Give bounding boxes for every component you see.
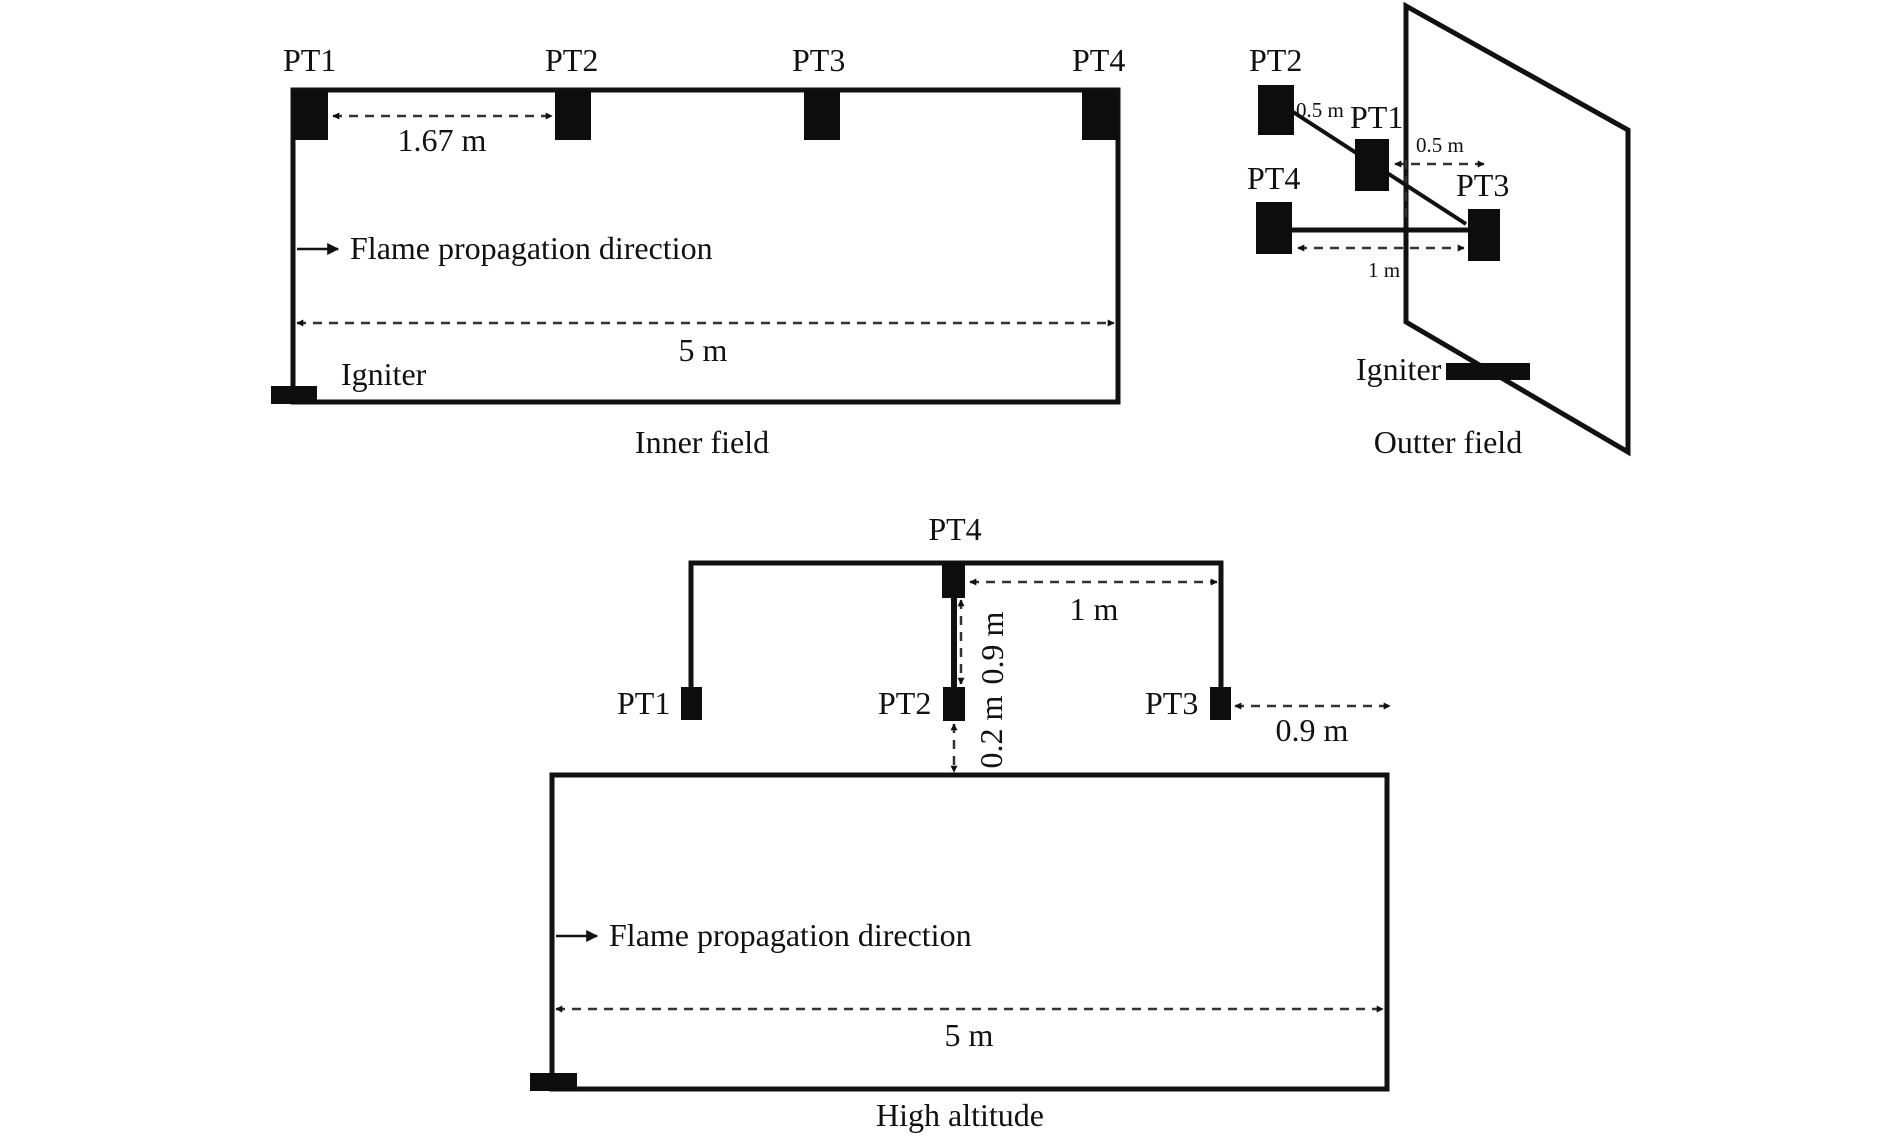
high-direction-label: Flame propagation direction [609,917,972,953]
high-horizontal-distance-label: 1 m [1070,591,1119,627]
outer-pt2-sensor [1258,85,1294,135]
inner-direction-label: Flame propagation direction [350,230,713,266]
high-pt3-sensor [1210,687,1231,720]
outer-pt1-sensor [1355,139,1389,191]
inner-spacing-label: 1.67 m [398,122,487,158]
high-pt4-sensor [942,563,965,598]
inner-field-panel: PT1 PT2 PT3 PT4 1.67 m Flame propagation… [271,42,1125,460]
high-pt1-label: PT1 [617,685,670,721]
inner-pt3-label: PT3 [792,42,845,78]
inner-pt4-sensor [1082,90,1118,140]
outer-field-panel: PT2 PT1 PT4 PT3 0.5 m 0.5 m 1 m Igniter … [1247,1,1631,460]
inner-igniter-label: Igniter [341,356,427,392]
outer-igniter-label: Igniter [1356,351,1442,387]
outer-pt4-sensor [1256,202,1292,254]
outer-pt2-pt1-distance-label: 0.5 m [1296,98,1344,122]
inner-field-caption: Inner field [635,424,769,460]
outer-pt3-label: PT3 [1456,167,1509,203]
inner-length-label: 5 m [679,332,728,368]
inner-field-tunnel [290,87,1121,405]
high-altitude-caption: High altitude [876,1097,1044,1133]
high-pt2-label: PT2 [878,685,931,721]
outer-pt4-pt3-distance-label: 1 m [1368,258,1400,282]
inner-pt1-sensor [292,90,328,140]
inner-igniter [271,386,317,404]
outer-field-caption: Outter field [1374,424,1522,460]
outer-pt2-label: PT2 [1249,42,1302,78]
high-altitude-panel: PT4 PT1 PT2 PT3 1 m 0.9 m 0.2 m 0.9 m Fl… [530,511,1391,1133]
outer-pt4-label: PT4 [1247,160,1300,196]
inner-pt1-label: PT1 [283,42,336,78]
high-pt4-label: PT4 [928,511,981,547]
outer-pt3-sensor [1468,209,1500,261]
high-roof-distance-label: 0.2 m [973,695,1009,768]
outer-igniter [1446,363,1530,380]
high-pt1-sensor [681,687,702,720]
inner-pt3-sensor [804,90,840,140]
inner-pt2-label: PT2 [545,42,598,78]
high-pt2-sensor [943,687,965,721]
high-vertical-distance-label: 0.9 m [974,611,1010,684]
high-length-label: 5 m [945,1017,994,1053]
high-right-distance-label: 0.9 m [1276,712,1349,748]
high-igniter [530,1073,577,1091]
high-pt3-label: PT3 [1145,685,1198,721]
outer-pt1-wall-distance-label: 0.5 m [1416,133,1464,157]
inner-pt2-sensor [555,90,591,140]
high-altitude-tunnel [549,772,1390,1092]
inner-pt4-label: PT4 [1072,42,1125,78]
outer-pt1-label: PT1 [1350,99,1403,135]
